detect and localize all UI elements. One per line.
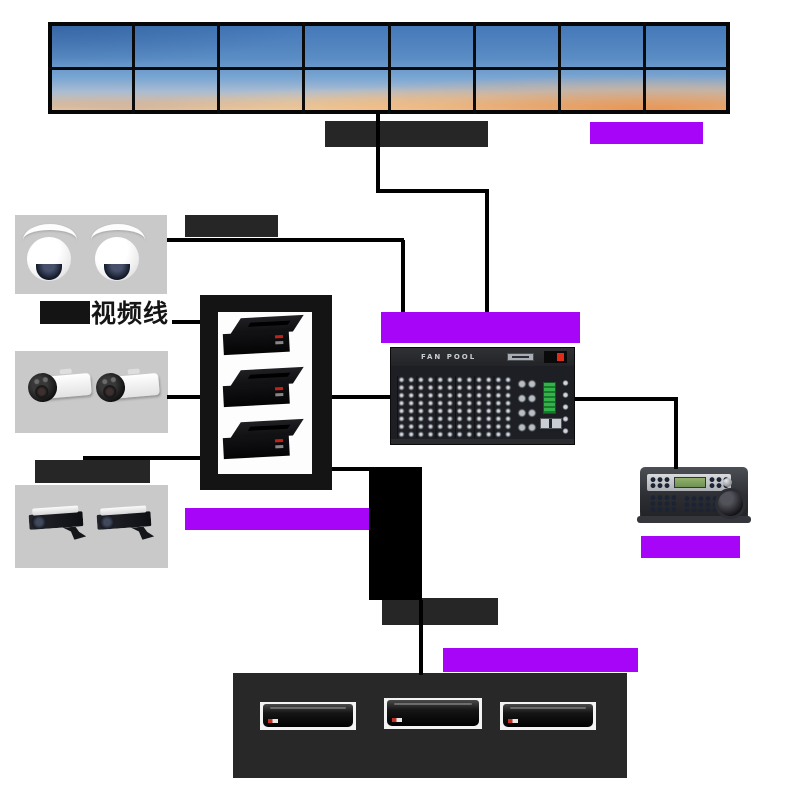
keyboard-base bbox=[637, 516, 751, 523]
label-distributor bbox=[185, 508, 389, 530]
bnc-connector-grid bbox=[397, 376, 513, 438]
device-front-face bbox=[222, 330, 290, 356]
distributor-device bbox=[222, 418, 306, 463]
ir-bullet-camera bbox=[96, 511, 152, 530]
dvr-panel bbox=[233, 673, 627, 778]
dvr-device bbox=[500, 702, 596, 730]
dvr-row bbox=[233, 673, 627, 778]
dome-camera bbox=[95, 237, 139, 281]
bnc-output-column bbox=[561, 378, 570, 438]
keyboard-lcd-screen bbox=[674, 477, 706, 488]
cable-wall-to-matrix bbox=[485, 189, 489, 313]
keyboard-top-panel bbox=[647, 474, 731, 491]
cable-matrix-to-keyboard-v bbox=[674, 399, 678, 469]
cable-distributor-to-trunk bbox=[332, 467, 369, 471]
cable-ir-to-distributor bbox=[83, 456, 200, 460]
video-wall bbox=[48, 22, 730, 114]
ptz-control-keyboard bbox=[637, 467, 751, 523]
label-dome-cable bbox=[185, 215, 278, 237]
bullet-camera-panel bbox=[15, 351, 168, 433]
cable-trunk-to-dvr bbox=[419, 600, 423, 675]
dvr-device bbox=[260, 702, 356, 730]
dvr-device bbox=[384, 698, 482, 729]
ir-camera-row bbox=[15, 485, 168, 568]
video-wall-bezels bbox=[48, 22, 730, 114]
matrix-panel-text: FAN POOL bbox=[421, 353, 477, 361]
cable-text-to-distributor bbox=[172, 320, 200, 324]
bullet-camera bbox=[108, 372, 160, 400]
cable-dome-to-matrix bbox=[401, 240, 405, 313]
cable-text-label: 视频线 bbox=[91, 299, 170, 328]
keyboard-keypad-left bbox=[650, 495, 676, 512]
dome-camera-row bbox=[15, 215, 167, 294]
dome-camera bbox=[27, 237, 71, 281]
ir-camera-panel bbox=[15, 485, 168, 568]
dvr-chassis bbox=[387, 700, 479, 726]
matrix-bottom-edge bbox=[391, 439, 574, 444]
dome-camera-panel bbox=[15, 215, 167, 294]
trunk-cable bbox=[369, 467, 422, 600]
cable-wall-horizontal bbox=[376, 189, 489, 193]
matrix-top-panel: FAN POOL bbox=[391, 348, 574, 367]
matrix-power-button bbox=[557, 353, 564, 361]
dvr-chassis bbox=[263, 704, 353, 727]
label-keyboard bbox=[641, 536, 740, 558]
label-dvr-cable bbox=[382, 598, 498, 625]
cable-wall-to-label bbox=[376, 114, 380, 192]
obscured-glyphs bbox=[40, 301, 90, 324]
label-matrix bbox=[381, 312, 580, 343]
bullet-camera-row bbox=[15, 351, 168, 433]
cable-text: 视频线 bbox=[40, 294, 169, 330]
cable-distributor-to-matrix bbox=[332, 395, 390, 399]
label-ir-cable bbox=[35, 460, 150, 483]
terminal-block bbox=[543, 382, 556, 414]
distributor-device bbox=[222, 314, 306, 359]
device-front-face bbox=[222, 434, 290, 460]
distributor-device bbox=[222, 366, 306, 411]
cable-dome-horizontal bbox=[167, 238, 404, 242]
output-connector-columns bbox=[517, 378, 537, 436]
keyboard-joystick bbox=[718, 491, 743, 516]
matrix-front-panel bbox=[391, 366, 574, 444]
video-distributor bbox=[200, 295, 332, 490]
bullet-camera bbox=[40, 372, 92, 400]
cable-bullet-to-distributor bbox=[167, 395, 200, 399]
device-front-face bbox=[222, 382, 290, 408]
keyboard-keypad-center bbox=[684, 496, 717, 512]
keyboard-knob bbox=[723, 478, 732, 487]
label-video-wall bbox=[590, 122, 703, 144]
label-wall-cable bbox=[325, 121, 488, 147]
label-dvr bbox=[443, 648, 638, 672]
matrix-console-port bbox=[507, 353, 534, 361]
keyboard-keys-left bbox=[650, 477, 671, 489]
cable-matrix-to-keyboard-h bbox=[575, 397, 678, 401]
rj45-ports bbox=[540, 418, 562, 429]
dvr-chassis bbox=[503, 704, 593, 727]
matrix-switcher: FAN POOL bbox=[390, 347, 575, 445]
ir-bullet-camera bbox=[28, 511, 84, 530]
distributor-stack bbox=[218, 312, 312, 474]
